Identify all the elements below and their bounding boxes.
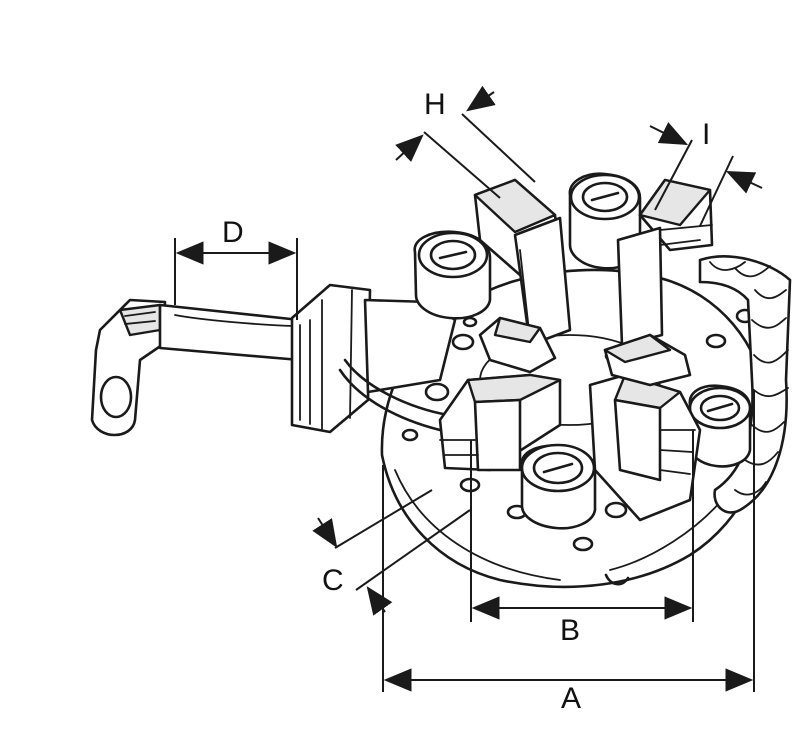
label-d: D [222, 216, 244, 249]
brush-top-right [616, 178, 714, 347]
dimension-c: C [312, 489, 471, 616]
braided-lead [698, 255, 792, 514]
label-b: B [560, 614, 580, 647]
brush-top-left [473, 178, 572, 347]
spring-bottom [520, 443, 597, 530]
dimension-b: B [470, 430, 694, 647]
label-i: I [702, 118, 710, 151]
dimension-h: H [395, 85, 536, 199]
dimension-i: I [649, 118, 763, 227]
dimension-a: A [382, 390, 755, 715]
dimension-d: D [174, 216, 298, 320]
lead-wire [90, 283, 457, 437]
spring-right [688, 384, 752, 468]
label-c: C [322, 564, 344, 597]
brush-right [588, 373, 702, 522]
brush-center-left [478, 316, 557, 374]
spring-top-left [413, 230, 492, 320]
label-h: H [424, 88, 446, 121]
brush-center-right [603, 333, 692, 387]
label-a: A [561, 682, 581, 715]
